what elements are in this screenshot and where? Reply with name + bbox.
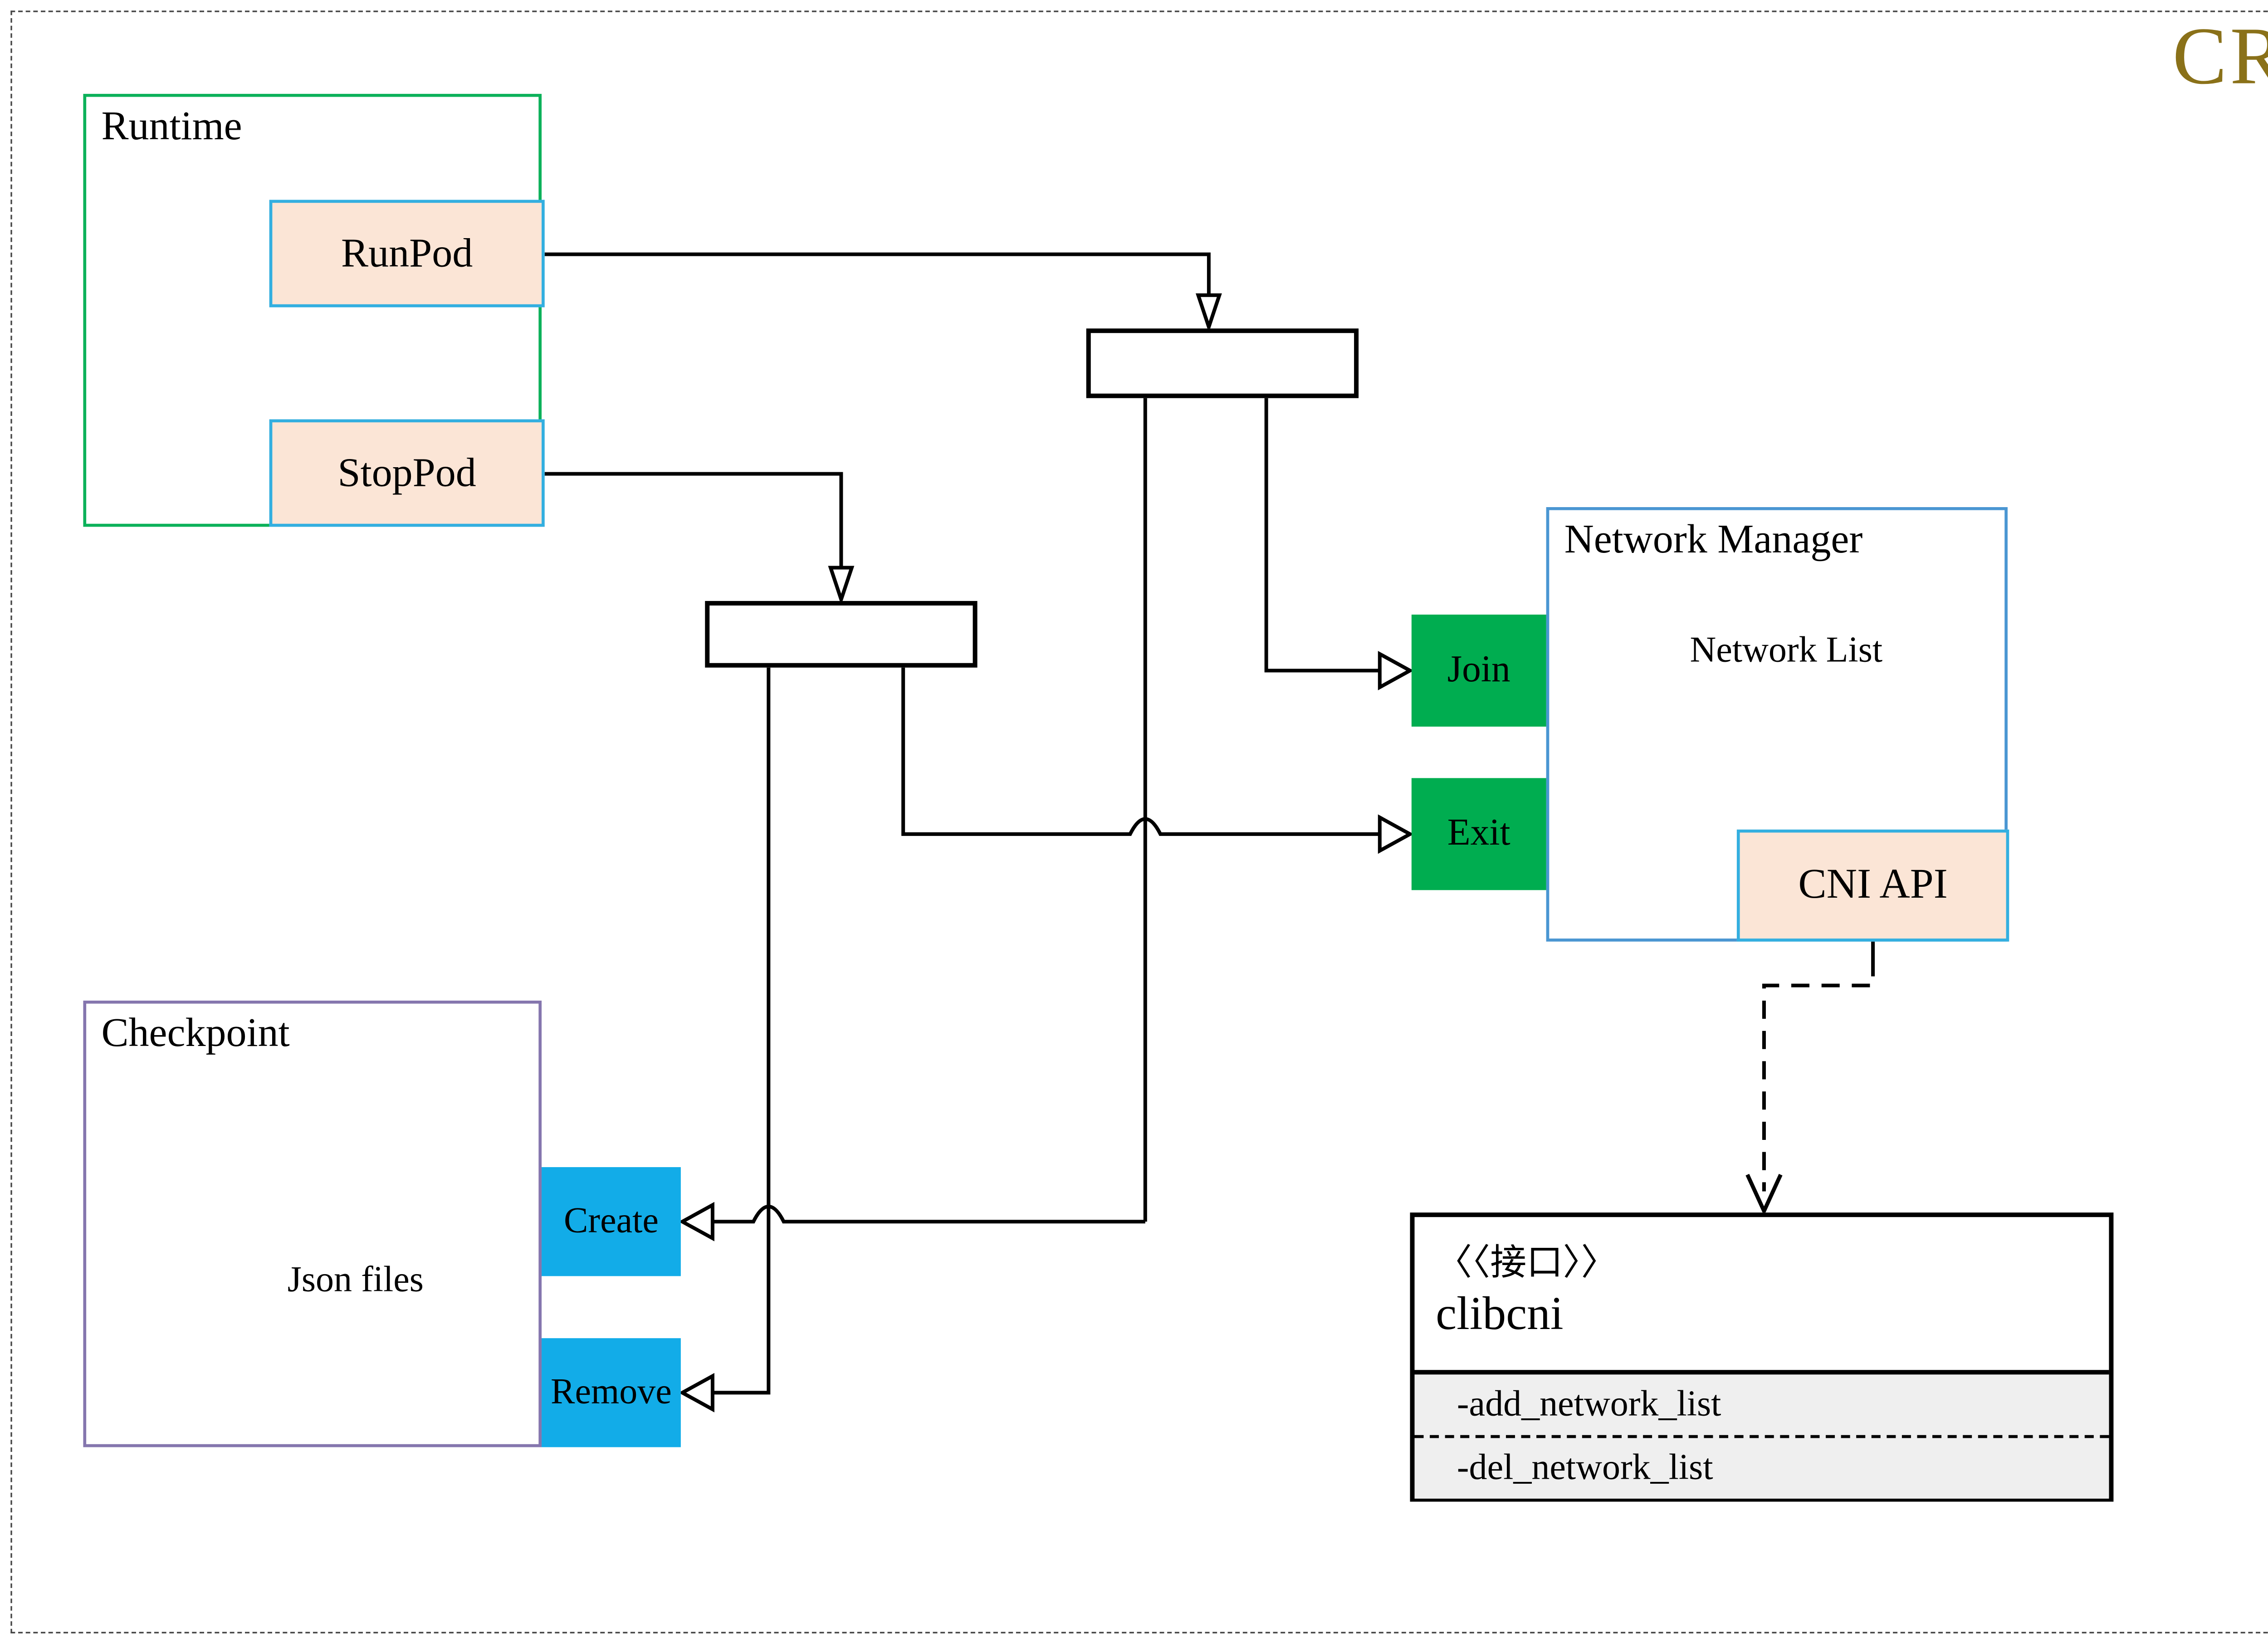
clibcni-method-add: -add_network_list [1414,1374,2109,1438]
page-title: CRI [2172,10,2268,102]
runpod-label: RunPod [341,230,473,276]
network-list-label: Network List [1690,631,1883,671]
runtime-label: Runtime [101,103,242,149]
remove-label: Remove [551,1372,672,1412]
join-label: Join [1447,649,1510,690]
create-label: Create [564,1201,659,1241]
remove-node: Remove [542,1338,681,1447]
stoppod-label: StopPod [337,450,476,495]
network-manager-label: Network Manager [1564,516,1863,562]
junction-box-top [1086,328,1359,398]
join-node: Join [1411,614,1546,727]
json-files-label: Json files [287,1261,424,1300]
runpod-node: RunPod [269,200,545,308]
clibcni-header: 〈〈接口〉〉 clibcni [1415,1217,2109,1370]
cni-api-label: CNI API [1798,861,1948,909]
create-node: Create [542,1167,681,1276]
cni-api-node: CNI API [1736,829,2009,942]
clibcni-stereotype: 〈〈接口〉〉 [1436,1244,1618,1284]
page-dashed-border [10,10,2268,1633]
checkpoint-box: Checkpoint [83,1000,542,1447]
checkpoint-label: Checkpoint [101,1009,290,1056]
exit-node: Exit [1411,778,1546,890]
clibcni-methods-section: -add_network_list -del_network_list [1414,1370,2109,1499]
clibcni-interface-box: 〈〈接口〉〉 clibcni -add_network_list -del_ne… [1410,1212,2114,1502]
clibcni-name: clibcni [1436,1286,1564,1340]
stoppod-node: StopPod [269,419,545,527]
exit-label: Exit [1447,813,1510,854]
junction-box-middle [705,601,978,668]
clibcni-method-del: -del_network_list [1457,1448,1713,1488]
